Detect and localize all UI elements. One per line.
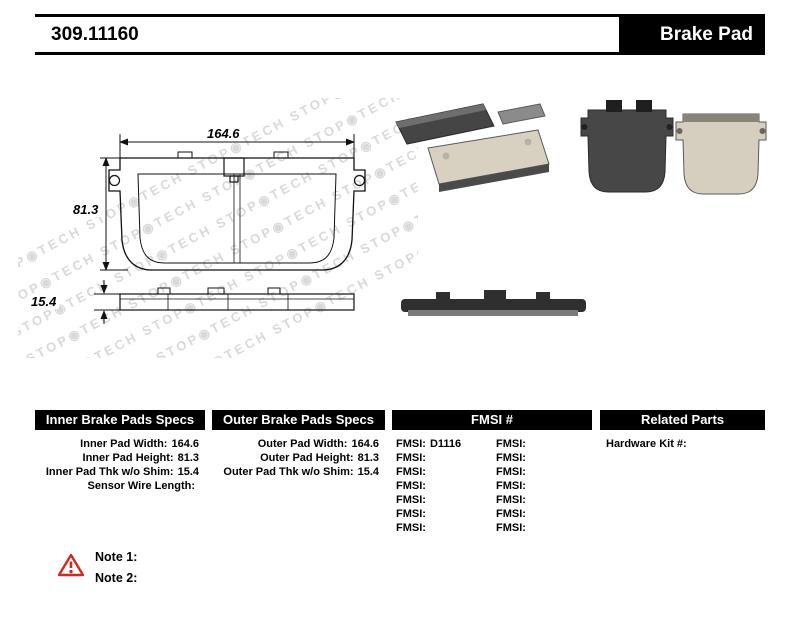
spec-label: Inner Pad Height:	[82, 452, 174, 464]
fmsi-row: FMSI: FMSI:	[392, 493, 592, 507]
spec-row: Inner Pad Thk w/o Shim:15.4	[35, 465, 205, 479]
fmsi-cell: FMSI:	[492, 465, 592, 479]
fmsi-cell: FMSI:	[392, 451, 492, 465]
fmsi-cell: FMSI:	[392, 493, 492, 507]
dimension-thickness-label: 15.4	[28, 294, 60, 309]
inner-specs-header: Inner Brake Pads Specs	[35, 410, 205, 430]
fmsi-label: FMSI:	[396, 452, 426, 464]
spec-label: Inner Pad Thk w/o Shim:	[45, 466, 174, 478]
spec-row: Outer Pad Thk w/o Shim:15.4	[212, 465, 385, 479]
spec-value: 81.3	[357, 452, 379, 464]
spec-value: 81.3	[177, 452, 199, 464]
fmsi-cell: FMSI:	[392, 507, 492, 521]
spec-value: 15.4	[177, 466, 199, 478]
fmsi-row: FMSI: FMSI:	[392, 479, 592, 493]
fmsi-value: D1116	[429, 438, 462, 450]
spec-label: Inner Pad Width:	[80, 438, 168, 450]
spec-value: 164.6	[171, 438, 199, 450]
spec-label: Outer Pad Height:	[260, 452, 354, 464]
fmsi-row: FMSI: FMSI:	[392, 507, 592, 521]
fmsi-cell: FMSI:D1116	[392, 437, 492, 451]
note-1-label: Note 1:	[95, 550, 138, 564]
outer-specs-column: Outer Brake Pads Specs Outer Pad Width:1…	[212, 410, 385, 479]
related-row: Hardware Kit #:	[600, 437, 765, 451]
fmsi-cell: FMSI:	[492, 479, 592, 493]
fmsi-label: FMSI:	[496, 522, 526, 534]
spec-label: Outer Pad Width:	[257, 438, 348, 450]
product-type-badge: Brake Pad	[619, 17, 765, 52]
fmsi-cell: FMSI:	[492, 493, 592, 507]
fmsi-label: FMSI:	[496, 508, 526, 520]
fmsi-cell: FMSI:	[492, 437, 592, 451]
header: 309.11160 Brake Pad	[35, 14, 765, 55]
dimension-height-label: 81.3	[70, 202, 102, 217]
pads-photo-front-back	[580, 88, 768, 205]
fmsi-label: FMSI:	[396, 480, 426, 492]
fmsi-header: FMSI #	[392, 410, 592, 430]
warning-icon	[58, 553, 84, 577]
fmsi-row: FMSI: FMSI:	[392, 465, 592, 479]
fmsi-cell: FMSI:	[492, 507, 592, 521]
fmsi-label: FMSI:	[496, 438, 526, 450]
fmsi-row: FMSI: FMSI:	[392, 521, 592, 535]
fmsi-label: FMSI:	[396, 466, 426, 478]
pad-outline-drawing	[94, 134, 366, 324]
fmsi-cell: FMSI:	[392, 465, 492, 479]
fmsi-label: FMSI:	[396, 494, 426, 506]
spec-table: Inner Brake Pads Specs Inner Pad Width:1…	[35, 410, 765, 560]
related-parts-header: Related Parts	[600, 410, 765, 430]
note-2-label: Note 2:	[95, 571, 138, 585]
fmsi-cell: FMSI:	[492, 521, 592, 535]
fmsi-cell: FMSI:	[492, 451, 592, 465]
fmsi-column: FMSI # FMSI:D1116 FMSI: FMSI: FMSI: FMSI…	[392, 410, 592, 535]
outer-specs-header: Outer Brake Pads Specs	[212, 410, 385, 430]
notes-section: Note 1: Note 2:	[58, 550, 258, 600]
spec-row: Inner Pad Width:164.6	[35, 437, 205, 451]
part-number: 309.11160	[51, 23, 139, 45]
fmsi-label: FMSI:	[496, 480, 526, 492]
fmsi-label: FMSI:	[496, 452, 526, 464]
pads-photo-perspective	[388, 92, 573, 197]
pads-perspective-image	[395, 103, 550, 192]
pad-profile-image	[401, 290, 586, 316]
fmsi-label: FMSI:	[396, 438, 426, 450]
related-label: Hardware Kit #:	[606, 438, 687, 450]
spec-row: Inner Pad Height:81.3	[35, 451, 205, 465]
spec-value: 164.6	[351, 438, 379, 450]
fmsi-label: FMSI:	[496, 466, 526, 478]
fmsi-row: FMSI: FMSI:	[392, 451, 592, 465]
fmsi-label: FMSI:	[396, 508, 426, 520]
fmsi-cell: FMSI:	[392, 479, 492, 493]
fmsi-label: FMSI:	[496, 494, 526, 506]
technical-drawing: STOP◉TECH STOP◉TECH STOP◉TECH STOP◉TECH …	[18, 98, 418, 358]
spec-label: Outer Pad Thk w/o Shim:	[223, 466, 354, 478]
spec-label: Sensor Wire Length:	[87, 480, 195, 492]
fmsi-label: FMSI:	[396, 522, 426, 534]
fmsi-cell: FMSI:	[392, 521, 492, 535]
spec-row: Outer Pad Height:81.3	[212, 451, 385, 465]
dimension-width-label: 164.6	[204, 126, 243, 141]
spec-row: Sensor Wire Length:	[35, 479, 205, 493]
inner-specs-column: Inner Brake Pads Specs Inner Pad Width:1…	[35, 410, 205, 493]
fmsi-row: FMSI:D1116 FMSI:	[392, 437, 592, 451]
spec-value: 15.4	[357, 466, 379, 478]
pads-front-back-image	[580, 100, 767, 195]
related-parts-column: Related Parts Hardware Kit #:	[600, 410, 765, 451]
pad-profile-photo	[396, 286, 591, 327]
spec-row: Outer Pad Width:164.6	[212, 437, 385, 451]
